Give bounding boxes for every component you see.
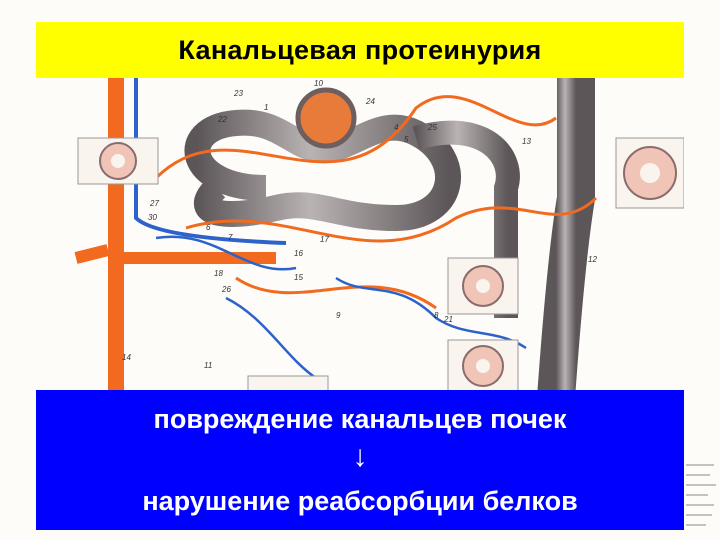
peritubular-capillaries [154,95,598,310]
slide-title: Канальцевая протеинурия [178,34,542,65]
label-13: 13 [522,137,531,146]
label-18: 18 [214,269,223,278]
label-27: 27 [149,199,159,208]
glomerulus [295,87,357,149]
label-9: 9 [336,311,341,320]
venules [155,235,527,380]
label-7: 7 [228,233,233,242]
label-17: 17 [320,235,329,244]
label-12: 12 [588,255,597,264]
label-23: 23 [233,89,243,98]
label-21: 21 [443,315,453,324]
caption-line-damage: повреждение канальцев почек [153,404,567,434]
label-15: 15 [294,273,303,282]
label-11: 11 [204,361,212,370]
label-5: 5 [404,135,409,144]
label-30: 30 [148,213,157,222]
distal-tubule [412,120,520,318]
label-6: 6 [206,223,211,232]
label-1: 1 [264,103,268,112]
down-arrow-icon: ↓ [352,440,368,473]
label-4: 4 [394,123,399,132]
collecting-duct [537,78,595,398]
label-25: 25 [427,123,437,132]
vein-trunk [134,78,287,245]
cross-section-inset [615,137,684,209]
label-22: 22 [217,115,227,124]
nephron-illustration: 10 23 24 22 1 4 5 25 13 27 30 6 7 17 16 … [74,78,684,398]
label-10: 10 [314,79,323,88]
label-8: 8 [434,311,439,320]
title-bar: Канальцевая протеинурия [36,22,684,78]
cross-section-inset [77,137,159,185]
diagram-number-labels: 10 23 24 22 1 4 5 25 13 27 30 6 7 17 16 … [122,79,597,370]
cross-section-inset [447,257,519,315]
vein-branch [74,244,110,264]
label-24: 24 [365,97,375,106]
cross-section-inset [447,339,519,393]
label-16: 16 [294,249,303,258]
label-26: 26 [221,285,231,294]
label-14: 14 [122,353,131,362]
caption-line-reabsorption: нарушение реабсорбции белков [142,486,578,516]
page-margin-text-fragment [686,464,716,526]
caption-box: повреждение канальцев почек ↓ нарушение … [36,390,684,530]
